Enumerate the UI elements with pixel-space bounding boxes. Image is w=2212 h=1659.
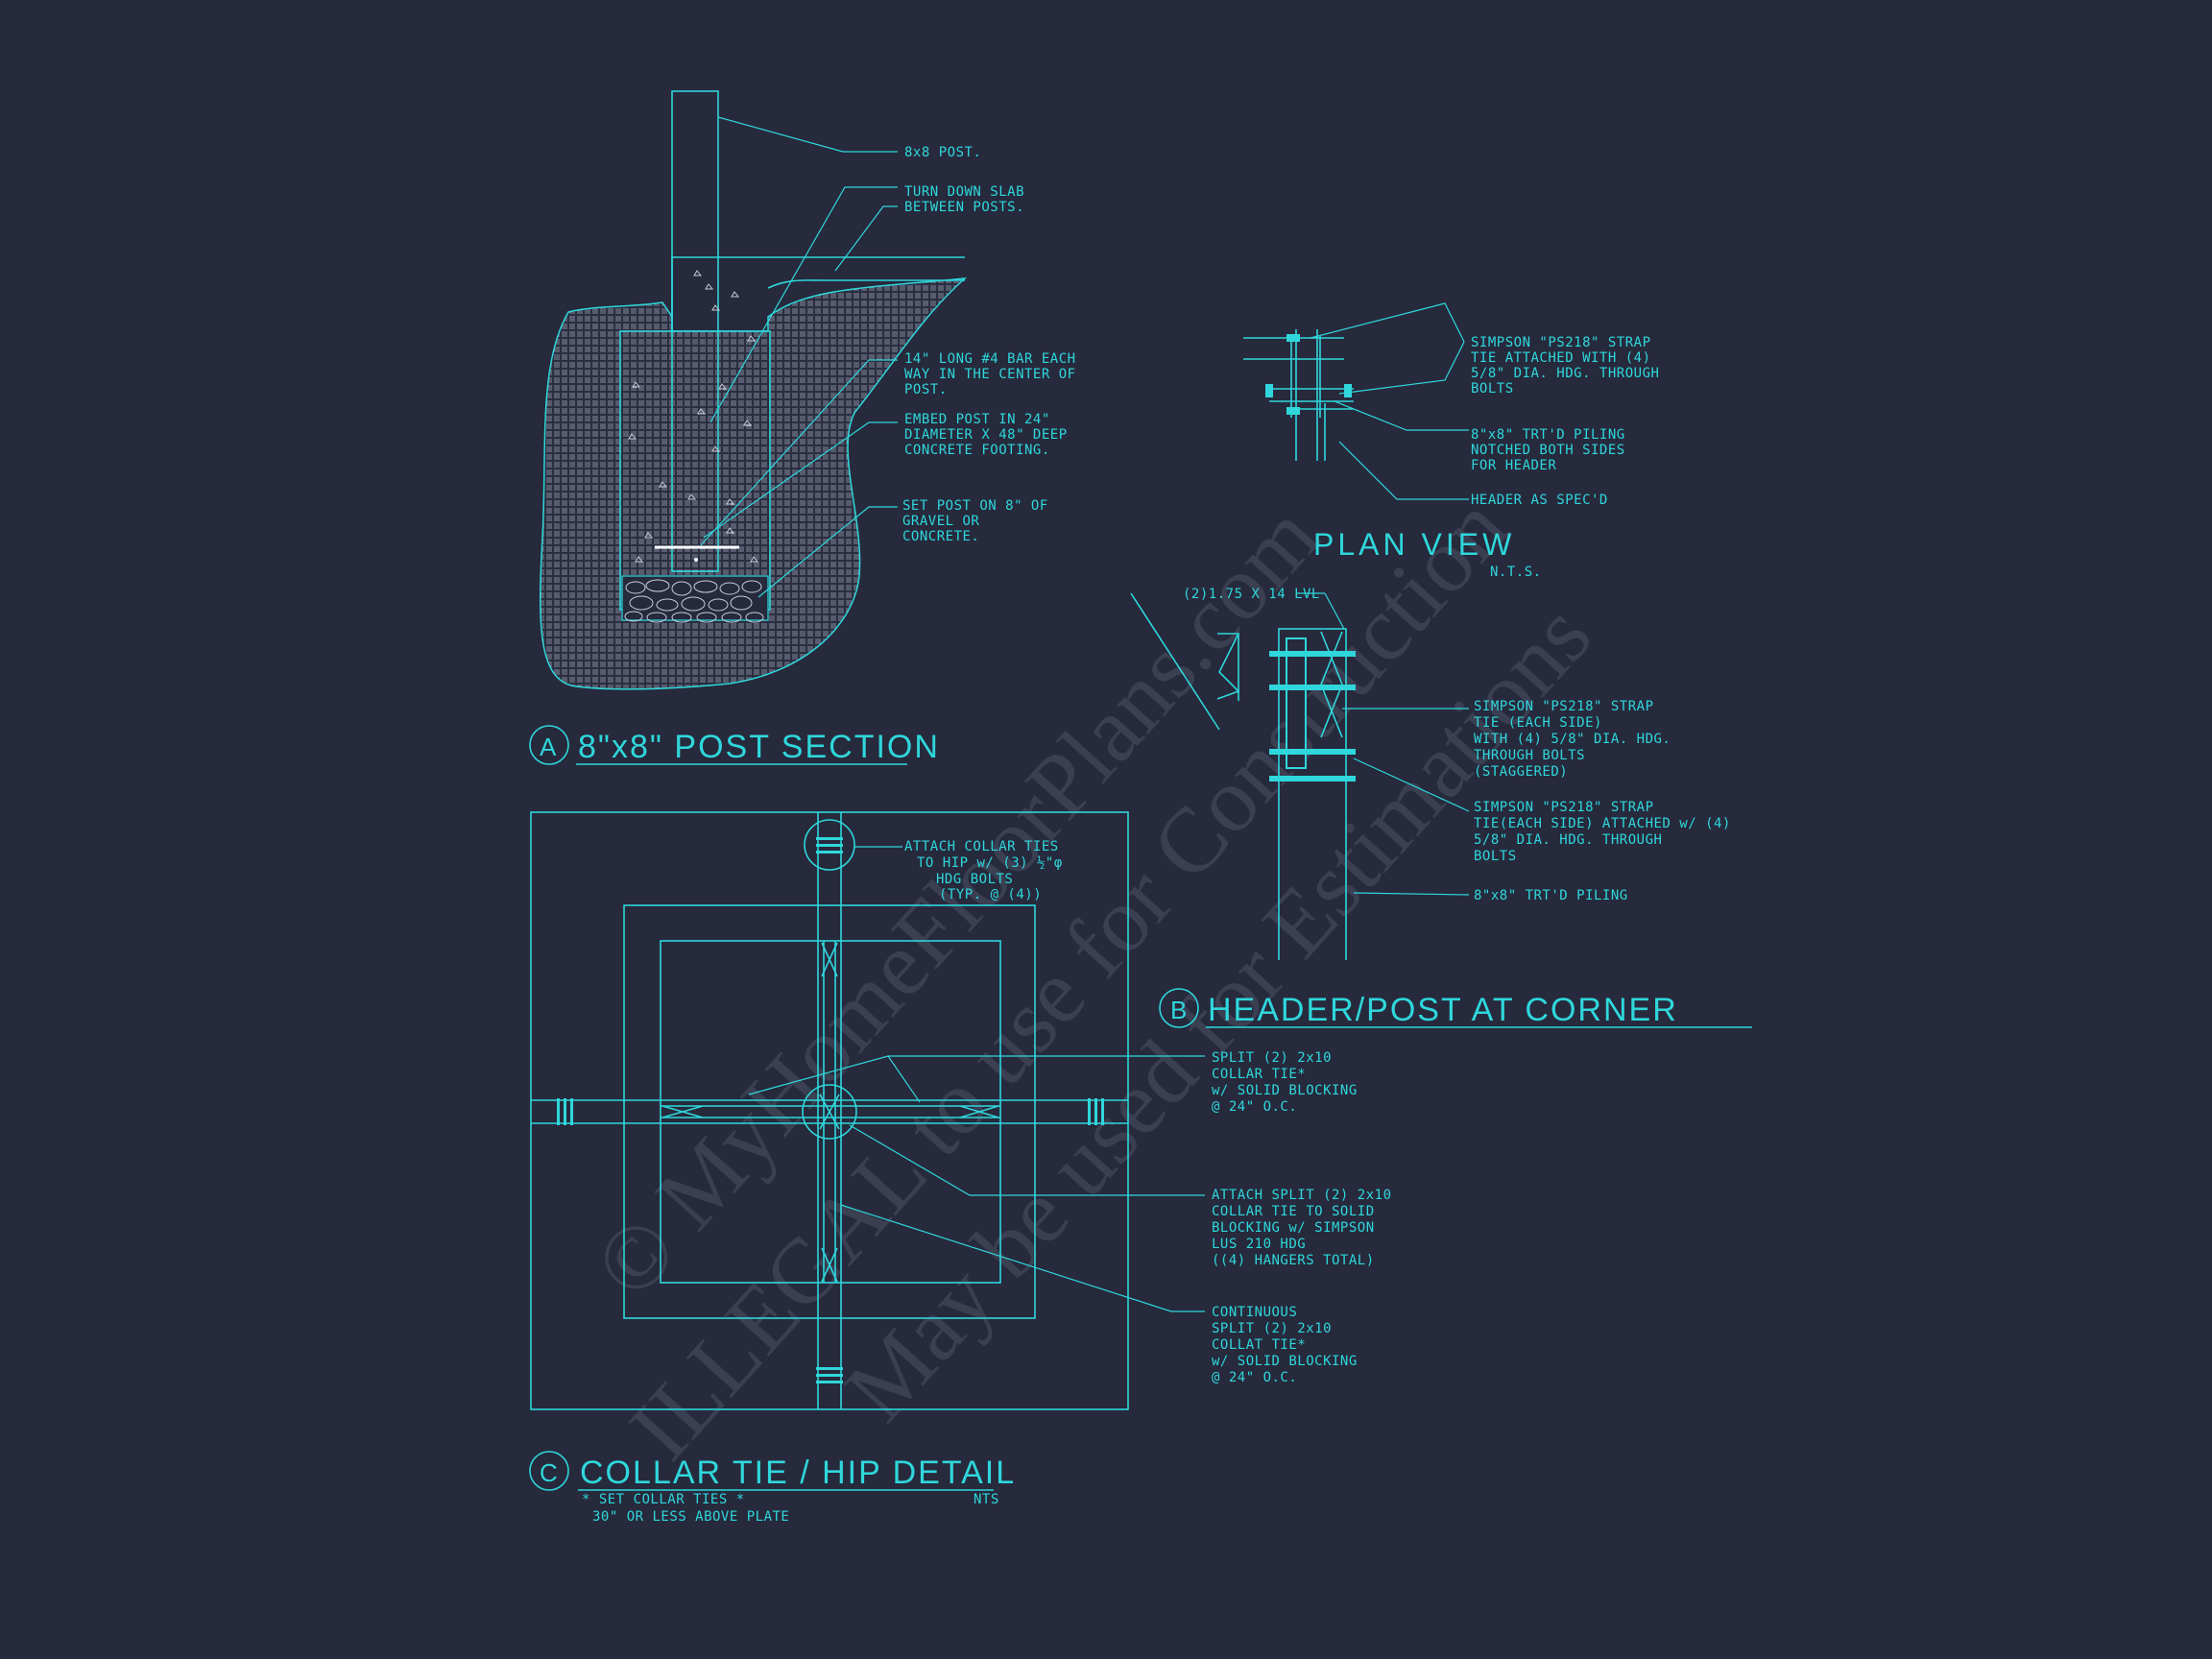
detail-c-footnote-l2: 30" OR LESS ABOVE PLATE — [592, 1509, 789, 1525]
note-b-strap-l1: SIMPSON "PS218" STRAP — [1474, 699, 1654, 714]
strap-tie-plate — [1286, 637, 1307, 769]
note-8x8-post: 8x8 POST. — [904, 145, 981, 160]
collar-bolts — [557, 837, 1104, 1383]
plan-view-leaders — [1310, 302, 1469, 500]
detail-c-collar-tie: ATTACH COLLAR TIES TO HIP w/ (3) ½"φ HDG… — [529, 811, 1392, 1525]
note-strap-l4: BOLTS — [1471, 381, 1514, 397]
note-c-attach-l2: TO HIP w/ (3) ½"φ — [917, 855, 1063, 871]
note-bar-l1: 14" LONG #4 BAR EACH — [904, 351, 1076, 367]
plan-view-title: PLAN VIEW — [1313, 527, 1515, 562]
note-c-hanger-l2: COLLAR TIE TO SOLID — [1212, 1204, 1375, 1219]
note-c-split-l3: w/ SOLID BLOCKING — [1212, 1083, 1358, 1098]
note-c-cont-l1: CONTINUOUS — [1212, 1305, 1297, 1320]
detail-c-scale: NTS — [974, 1492, 999, 1507]
detail-c-leaders — [748, 846, 1205, 1312]
plan-view: SIMPSON "PS218" STRAP TIE ATTACHED WITH … — [1243, 302, 1659, 580]
note-header: HEADER AS SPEC'D — [1471, 493, 1608, 508]
note-gravel-l2: GRAVEL OR — [902, 514, 979, 529]
note-b-piling: 8"x8" TRT'D PILING — [1474, 888, 1628, 903]
post-8x8 — [671, 90, 719, 572]
note-piling-l3: FOR HEADER — [1471, 458, 1556, 473]
plan-view-notes: SIMPSON "PS218" STRAP TIE ATTACHED WITH … — [1471, 335, 1659, 508]
note-c-split-l1: SPLIT (2) 2x10 — [1212, 1050, 1332, 1066]
note-c-cont-l2: SPLIT (2) 2x10 — [1212, 1321, 1332, 1336]
note-c-attach-l4: (TYP. @ (4)) — [939, 887, 1042, 902]
note-gravel-l1: SET POST ON 8" OF — [902, 498, 1048, 514]
note-b-strap-l3: WITH (4) 5/8" DIA. HDG. — [1474, 732, 1671, 747]
note-bar-l2: WAY IN THE CENTER OF — [904, 367, 1076, 382]
note-b-strap2-l4: BOLTS — [1474, 849, 1517, 864]
note-bar-l3: POST. — [904, 382, 948, 397]
note-piling-l1: 8"x8" TRT'D PILING — [1471, 427, 1625, 443]
note-slab-l2: BETWEEN POSTS. — [904, 200, 1024, 215]
concrete-aggregate — [628, 270, 759, 563]
note-c-cont-l5: @ 24" O.C. — [1212, 1370, 1297, 1385]
note-b-strap2-l1: SIMPSON "PS218" STRAP — [1474, 800, 1654, 815]
detail-b-header-post: (2)1.75 X 14 LVL SIMPSON "PS218" STRAP T… — [1130, 587, 1752, 1028]
note-b-strap-l2: TIE (EACH SIDE) — [1474, 715, 1602, 731]
detail-b-notes: SIMPSON "PS218" STRAP TIE (EACH SIDE) WI… — [1474, 699, 1731, 903]
note-embed-l3: CONCRETE FOOTING. — [904, 443, 1050, 458]
detail-c-marker-circle — [529, 1451, 569, 1491]
note-strap-l1: SIMPSON "PS218" STRAP — [1471, 335, 1651, 350]
detail-c-title: COLLAR TIE / HIP DETAIL — [580, 1455, 1016, 1491]
detail-a-marker-circle — [529, 725, 569, 765]
note-c-hanger-l4: LUS 210 HDG — [1212, 1237, 1306, 1252]
note-c-split-l4: @ 24" O.C. — [1212, 1099, 1297, 1115]
note-c-cont-l3: COLLAT TIE* — [1212, 1337, 1306, 1353]
note-strap-l2: TIE ATTACHED WITH (4) — [1471, 350, 1651, 366]
note-b-strap2-l3: 5/8" DIA. HDG. THROUGH — [1474, 832, 1662, 848]
note-embed-l1: EMBED POST IN 24" — [904, 412, 1050, 427]
detail-b-title: HEADER/POST AT CORNER — [1208, 992, 1678, 1028]
detail-c-marker: C — [540, 1458, 558, 1487]
note-b-strap-l5: (STAGGERED) — [1474, 764, 1568, 780]
detail-b-leaders — [1296, 592, 1470, 896]
rebar-dot — [694, 558, 698, 562]
lvl-label: (2)1.75 X 14 LVL — [1183, 587, 1320, 602]
note-embed-l2: DIAMETER X 48" DEEP — [904, 427, 1068, 443]
note-c-attach-l3: HDG BOLTS — [936, 872, 1013, 887]
through-bolts — [1269, 651, 1356, 781]
note-c-hanger-l5: ((4) HANGERS TOTAL) — [1212, 1253, 1375, 1268]
note-slab-l1: TURN DOWN SLAB — [904, 184, 1024, 200]
detail-a-notes: 8x8 POST. TURN DOWN SLAB BETWEEN POSTS. … — [902, 145, 1076, 544]
note-c-attach-l1: ATTACH COLLAR TIES — [904, 839, 1059, 854]
note-c-hanger-l1: ATTACH SPLIT (2) 2x10 — [1212, 1188, 1392, 1203]
detail-b-marker-circle — [1159, 988, 1199, 1028]
detail-a-marker: A — [540, 733, 557, 761]
detail-c-notes: ATTACH COLLAR TIES TO HIP w/ (3) ½"φ HDG… — [904, 839, 1392, 1385]
plan-view-scale: N.T.S. — [1490, 565, 1542, 580]
note-c-cont-l4: w/ SOLID BLOCKING — [1212, 1354, 1358, 1369]
detail-a-title: 8"x8" POST SECTION — [578, 729, 940, 765]
gravel-bed — [621, 575, 769, 623]
detail-b-marker: B — [1170, 996, 1187, 1024]
note-gravel-l3: CONCRETE. — [902, 529, 979, 544]
detail-c-footnote-l1: * SET COLLAR TIES * — [582, 1492, 745, 1507]
note-strap-l3: 5/8" DIA. HDG. THROUGH — [1471, 366, 1659, 381]
note-b-strap2-l2: TIE(EACH SIDE) ATTACHED w/ (4) — [1474, 816, 1731, 831]
detail-a-post-section: 8x8 POST. TURN DOWN SLAB BETWEEN POSTS. … — [529, 90, 1076, 765]
note-b-strap-l4: THROUGH BOLTS — [1474, 748, 1585, 763]
earth-hatch — [540, 277, 968, 690]
detail-a-leaders — [700, 116, 898, 598]
note-c-hanger-l3: BLOCKING w/ SIMPSON — [1212, 1220, 1375, 1236]
note-c-split-l2: COLLAR TIE* — [1212, 1067, 1306, 1082]
note-piling-l2: NOTCHED BOTH SIDES — [1471, 443, 1625, 458]
